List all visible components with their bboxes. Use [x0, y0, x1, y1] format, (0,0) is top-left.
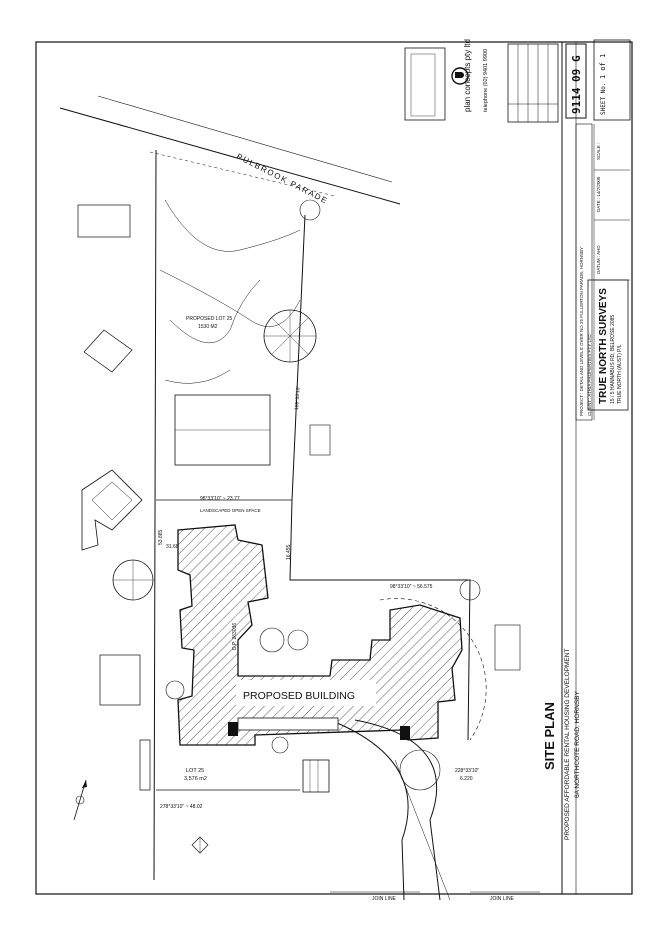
dim-8: 53.885: [158, 529, 164, 545]
dim-2: 98°33'10" ~ 56.575: [390, 584, 433, 590]
proposed-building: PROPOSED BUILDING: [177, 524, 463, 746]
lot-25-area: 3,576 m2: [184, 776, 207, 782]
join-line-1: JOIN LINE: [372, 896, 397, 902]
proposed-lot-label: PROPOSED LOT 25: [186, 316, 233, 322]
bin-enclosure: [302, 759, 330, 793]
north-arrow-icon: [73, 779, 87, 821]
company-name: TRUE NORTH SURVEYS: [598, 288, 609, 404]
dim-4: 228°33'10": [455, 768, 479, 774]
site-marker-icon: [191, 836, 209, 854]
client-text: CLIENT : ATRIA PROPERTIES PTY LTD: [587, 334, 592, 416]
dim-7: 16.455: [286, 544, 292, 560]
date-text: DATE : 14/7/2005: [596, 176, 601, 212]
architect-stamp-box: [404, 47, 446, 121]
dim-6: 189°33'10": [294, 385, 302, 410]
subtitle-2: 6A NORTHCOTE ROAD, HORNSBY: [574, 691, 581, 798]
dim-9: 31.68: [166, 544, 179, 550]
dim-3: 278°33'10" ~ 48.02: [160, 804, 203, 810]
scale-text: SCALE :: [596, 143, 601, 160]
join-line-2: JOIN LINE: [490, 896, 515, 902]
company-address: 15 / 5 HANNABUS RD, BELROSE 2085: [610, 315, 616, 404]
lot-25-label: LOT 25: [186, 768, 204, 774]
proposed-lot-area: 1530 M2: [198, 324, 218, 330]
neighbour-buildings: [77, 204, 521, 791]
dim-1: 98°33'10" ~ 23.77: [200, 496, 240, 502]
site-plan-title: SITE PLAN PROPOSED AFFORDABLE RENTAL HOU…: [542, 649, 581, 840]
subtitle-1: PROPOSED AFFORDABLE RENTAL HOUSING DEVEL…: [564, 649, 571, 840]
building-label: PROPOSED BUILDING: [243, 690, 355, 702]
datum-text: DATUM : AHD: [596, 245, 601, 274]
landscaped-space-label: LANDSCAPED OPEN SPACE: [200, 508, 261, 513]
architect-name: plan concepts pty ltd: [463, 39, 472, 112]
drawing-number-suffix: 09: [570, 69, 583, 82]
title-block: SHEET No. 1 of 1 9114 09 G plan concepts…: [404, 39, 631, 421]
title-text: SITE PLAN: [542, 702, 557, 770]
dp-reference: D.P. 263036: [232, 623, 238, 650]
sheet-count: 1 of 1: [599, 54, 607, 79]
drawing-number: 9114: [570, 87, 583, 114]
revision-table: [507, 43, 559, 123]
sheet-number-label: SHEET No.: [600, 82, 607, 115]
revision-letter: G: [570, 55, 583, 62]
architect-logo: plan concepts pty ltd telephone (02) 940…: [451, 39, 489, 112]
architect-phone: telephone (02) 9401 9900: [483, 49, 489, 112]
drawing-border: [35, 41, 633, 895]
project-info-box: [575, 123, 593, 421]
existing-trees: [112, 199, 481, 791]
project-text: PROJECT : DETAIL AND LEVELS OVER NO 25 F…: [579, 247, 584, 416]
dim-5: 6.220: [460, 776, 473, 782]
company-contact: TRUE NORTH (AUST) P/L: [617, 344, 623, 404]
